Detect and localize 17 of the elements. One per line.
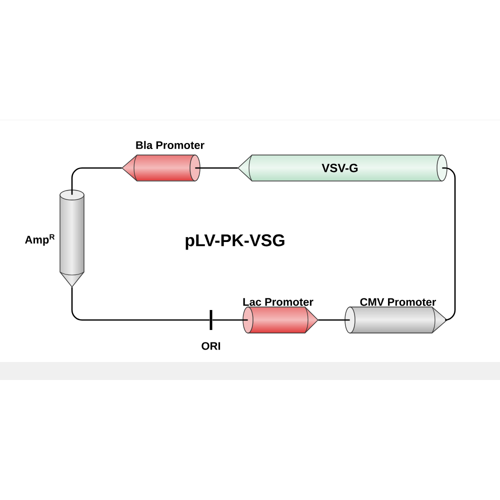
backbone-line <box>212 319 248 321</box>
node-label: Amp$^{R}$ <box>25 234 55 246</box>
node-label: ORI <box>202 342 220 350</box>
backbone-line <box>195 167 238 169</box>
backbone-line <box>71 167 122 195</box>
gene-cylinder: VSV-G <box>238 154 448 182</box>
plasmid-name: pLV-PK-VSG <box>186 234 284 250</box>
gene-cylinder: Bla Promoter <box>121 140 204 182</box>
gene-cylinder: CMV Promoter <box>344 298 448 334</box>
node-label: Bla Promoter <box>136 140 204 150</box>
node-label: Lac Promoter <box>243 298 314 306</box>
backbone-line <box>318 319 350 321</box>
origin-mark: ORI <box>202 310 220 350</box>
node-label: CMV Promoter <box>360 298 436 306</box>
backbone-line <box>71 287 210 321</box>
gene-cylinder: Lac Promoter <box>242 298 318 334</box>
gene-cylinder: Amp$^{R}$ <box>25 190 84 288</box>
